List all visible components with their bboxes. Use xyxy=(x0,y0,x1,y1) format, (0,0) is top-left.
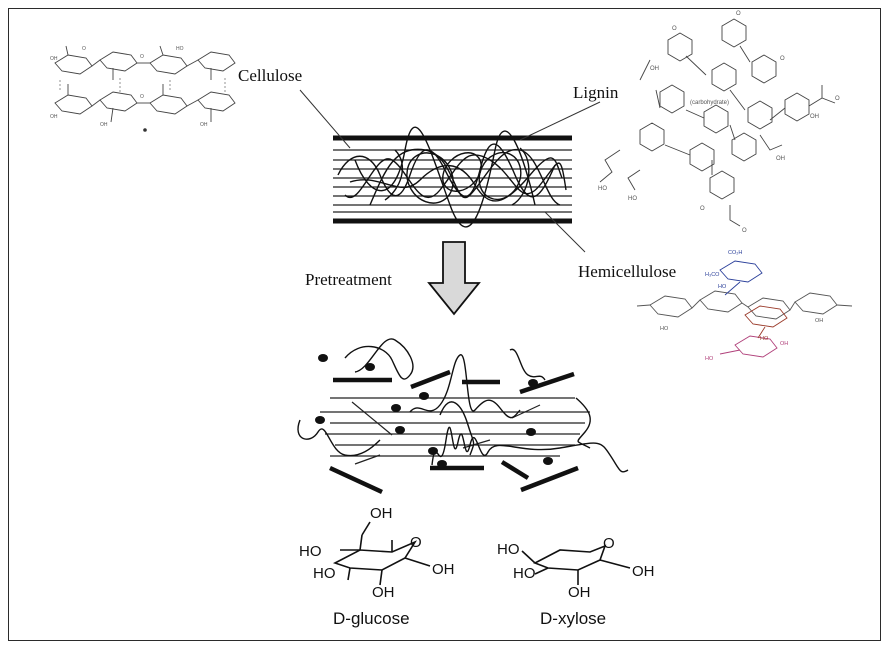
svg-text:OH: OH xyxy=(200,122,208,128)
lignin-tangle xyxy=(337,126,567,228)
svg-text:OH: OH xyxy=(50,114,58,120)
lignocellulose-fiber xyxy=(299,89,601,253)
leader-cellulose xyxy=(299,89,351,149)
xylose-labels: HO HO OH OH O xyxy=(497,535,655,601)
leader-lignin xyxy=(519,101,601,141)
label-lignin: Lignin xyxy=(573,83,619,102)
xylose-oh-bottom: OH xyxy=(568,584,591,601)
svg-text:O: O xyxy=(835,96,840,102)
glucose-oh-right: OH xyxy=(432,561,455,578)
svg-text:O: O xyxy=(140,54,144,60)
xylose-oh-right: OH xyxy=(632,563,655,580)
svg-text:HO: HO xyxy=(176,46,184,52)
pretreatment-arrow xyxy=(427,241,481,316)
xylose-structure xyxy=(521,544,631,585)
glucose-oh-bottom: OH xyxy=(372,584,395,601)
glucose-labels: OH HO HO OH OH O xyxy=(299,505,455,601)
svg-text:O: O xyxy=(140,94,144,100)
glucose-oh-top: OH xyxy=(370,505,393,522)
svg-text:O: O xyxy=(672,26,677,32)
cellulose-row-1 xyxy=(54,45,236,80)
glucose-ho-mid: HO xyxy=(313,565,336,582)
svg-text:HO: HO xyxy=(718,284,727,290)
svg-text:OH: OH xyxy=(776,156,785,162)
label-pretreatment: Pretreatment xyxy=(305,270,392,289)
lignin-structure: O O O (carbohydrate) HO HO OH O O O OH OH xyxy=(598,11,840,234)
hemicellulose-structure: CO₂H H₃CO HO HO HO HO OH OH xyxy=(636,250,853,362)
pretreated-biomass xyxy=(297,338,629,495)
svg-text:O: O xyxy=(82,46,86,52)
glucose-structure xyxy=(332,521,431,586)
svg-text:OH: OH xyxy=(810,114,819,120)
svg-text:OH: OH xyxy=(650,66,659,72)
xylose-ho-mid: HO xyxy=(513,565,536,582)
svg-text:CO₂H: CO₂H xyxy=(728,250,742,256)
glucose-ho-left: HO xyxy=(299,543,322,560)
cellulose-row-2 xyxy=(54,84,236,123)
svg-text:H₃CO: H₃CO xyxy=(705,272,720,278)
label-d-glucose: D-glucose xyxy=(333,609,410,628)
svg-text:(carbohydrate): (carbohydrate) xyxy=(690,100,729,106)
svg-text:OH: OH xyxy=(815,318,823,324)
svg-text:O: O xyxy=(700,206,705,212)
label-cellulose: Cellulose xyxy=(238,66,303,85)
svg-text:O: O xyxy=(742,228,747,234)
svg-text:OH: OH xyxy=(50,56,58,62)
figure-frame xyxy=(8,8,881,641)
svg-text:HO: HO xyxy=(660,326,669,332)
svg-text:HO: HO xyxy=(705,356,714,362)
glucose-ring-o: O xyxy=(410,534,422,551)
xylose-ho-left: HO xyxy=(497,541,520,558)
label-d-xylose: D-xylose xyxy=(540,609,607,628)
glucose-ring xyxy=(332,540,418,571)
svg-text:O: O xyxy=(736,11,741,17)
xylose-ring-o: O xyxy=(603,535,615,552)
label-hemicellulose: Hemicellulose xyxy=(578,262,677,281)
svg-text:HO: HO xyxy=(628,196,637,202)
svg-text:OH: OH xyxy=(780,341,788,347)
svg-text:HO: HO xyxy=(598,186,607,192)
svg-text:HO: HO xyxy=(760,336,769,342)
svg-text:O: O xyxy=(780,56,785,62)
svg-text:OH: OH xyxy=(100,122,108,128)
xylose-ring xyxy=(533,544,607,571)
leader-hemicellulose xyxy=(544,211,586,253)
